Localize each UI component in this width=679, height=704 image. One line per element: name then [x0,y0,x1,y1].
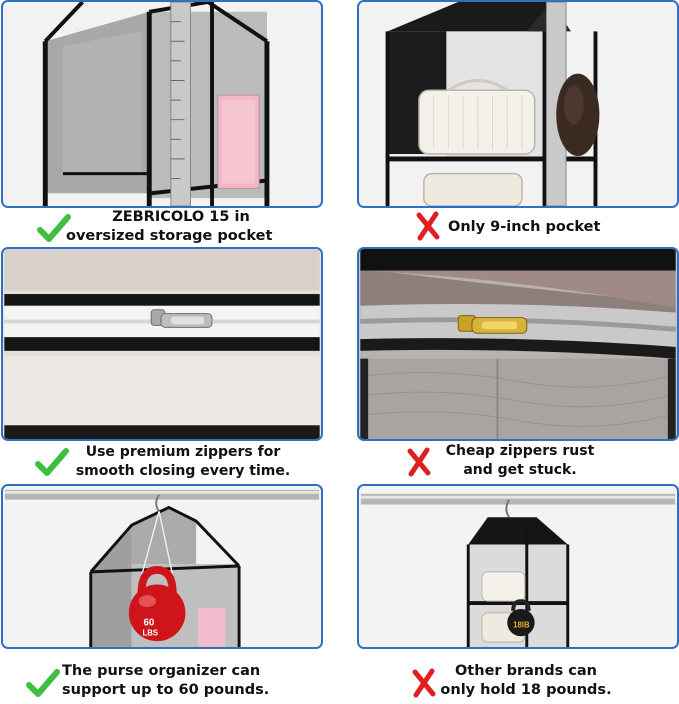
caption-line: smooth closing every time. [75,463,291,479]
caption-line: support up to 60 pounds. [62,682,270,698]
panel-competitor-zipper [357,247,679,441]
panel-zebricolo-zipper [1,247,323,441]
caption-competitor-zipper: Cheap zippers rust and get stuck. [440,442,600,480]
caption-line: Only 9-inch pocket [448,219,601,235]
caption-line: oversized storage pocket [66,228,273,244]
caption-line: The purse organizer can [62,663,261,679]
caption-zebricolo-zipper: Use premium zippers for smooth closing e… [68,443,298,481]
panel-competitor-pocket [357,0,679,208]
caption-zebricolo-pocket: ZEBRICOLO 15 in oversized storage pocket [66,208,296,246]
caption-line: Other brands can [454,663,597,679]
oversized-pocket-illustration [4,2,320,206]
cheap-zipper-illustration [360,249,676,439]
check-icon [35,445,69,479]
caption-zebricolo-capacity: The purse organizer can support up to 60… [62,662,302,700]
panel-competitor-capacity: 18lB [357,484,679,649]
cross-icon [410,668,438,698]
cross-icon [414,211,442,241]
kettlebell-unit: LBS [142,628,158,637]
light-load-illustration: 18lB [360,486,676,647]
caption-line: Cheap zippers rust [445,443,595,459]
kettlebell-label: 18lB [513,620,530,629]
panel-zebricolo-pocket [1,0,323,208]
heavy-load-illustration: 60 LBS [4,486,320,647]
caption-line: and get stuck. [463,462,577,478]
caption-line: only hold 18 pounds. [440,682,612,698]
premium-zipper-illustration [4,249,320,439]
kettlebell-label: 60 [143,618,154,629]
small-pocket-illustration [360,2,676,206]
caption-line: Use premium zippers for [85,444,281,460]
caption-competitor-capacity: Other brands can only hold 18 pounds. [436,662,616,700]
check-icon [37,211,71,245]
cross-icon [405,447,433,477]
caption-competitor-pocket: Only 9-inch pocket [448,218,648,237]
panel-zebricolo-capacity: 60 LBS [1,484,323,649]
caption-line: ZEBRICOLO 15 in [112,209,250,225]
check-icon [26,666,60,700]
